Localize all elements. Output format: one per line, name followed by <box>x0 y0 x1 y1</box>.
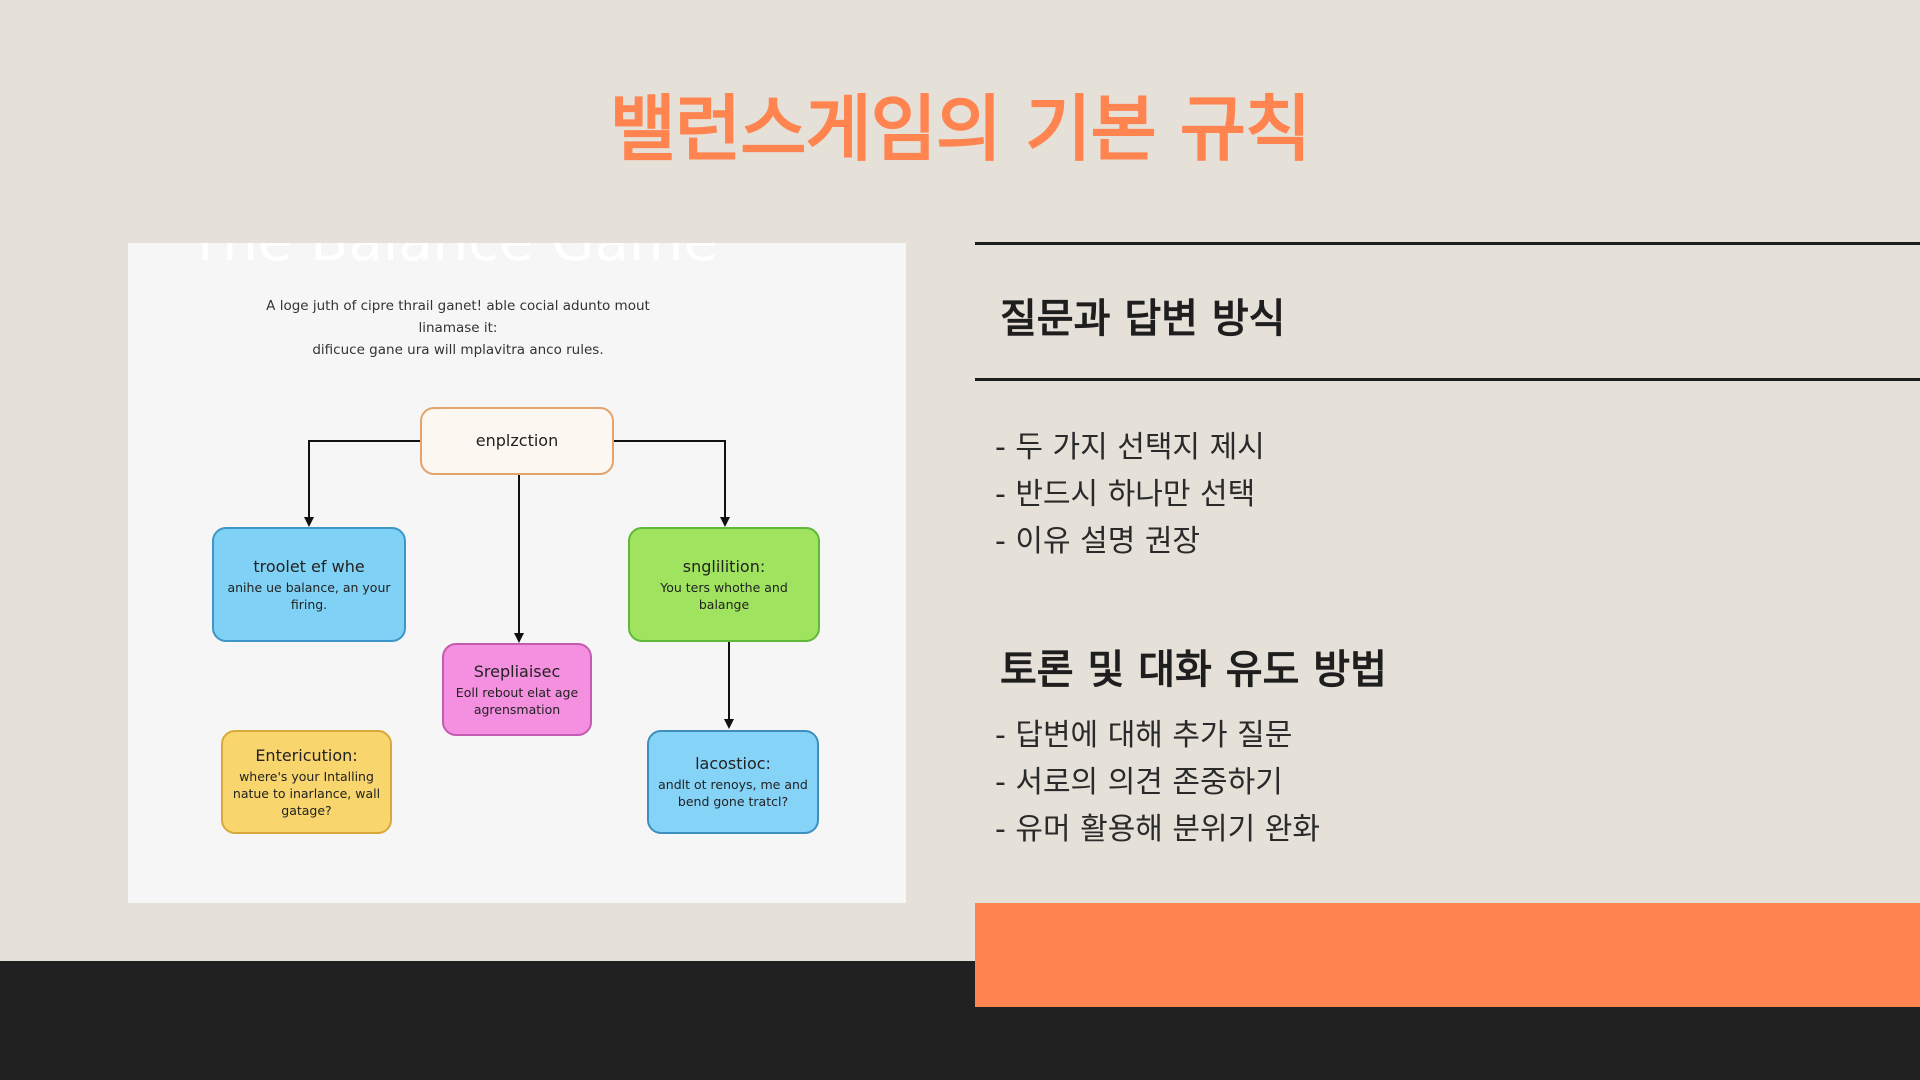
section1-bullet: - 반드시 하나만 선택 <box>995 477 1256 512</box>
node-title: snglilition: <box>682 556 766 576</box>
node-title: enplzction <box>475 431 559 450</box>
diagram-description-line: A loge juth of cipre thrail ganet! able … <box>266 298 650 336</box>
edge-root-to-blue-left <box>304 440 420 527</box>
section2-bullet: - 답변에 대해 추가 질문 <box>995 718 1293 753</box>
node-title: troolet ef whe <box>253 556 365 576</box>
top-divider <box>975 242 1920 245</box>
diagram-description-line: dificuce gane ura will mplavitra anco ru… <box>312 342 604 358</box>
section1-heading: 질문과 답변 방식 <box>1000 296 1286 342</box>
diagram-title: The Balance Game <box>128 243 778 274</box>
section1-bullet: - 두 가지 선택지 제시 <box>995 430 1265 465</box>
section2-bullet-list: - 답변에 대해 추가 질문 - 서로의 의견 존중하기 - 유머 활용해 분위… <box>995 712 1320 853</box>
edge-root-to-green-right <box>612 440 730 527</box>
node-body: where's your Intalling natue to inarlanc… <box>232 768 381 818</box>
section2-heading: 토론 및 대화 유도 방법 <box>1000 647 1387 693</box>
node-title: lacostioc: <box>695 754 771 773</box>
section2-bullet: - 유머 활용해 분위기 완화 <box>995 812 1320 847</box>
diagram-node-pink-mid: Srepliaisec Eoll rebout elat age agrensm… <box>442 643 592 736</box>
section1-bullet: - 이유 설명 권장 <box>995 524 1201 559</box>
diagram-node-root: enplzction <box>420 407 614 475</box>
node-title: Srepliaisec <box>473 661 561 681</box>
accent-block <box>975 903 1920 1007</box>
node-title: Entericution: <box>255 745 358 765</box>
section1-bullet-list: - 두 가지 선택지 제시 - 반드시 하나만 선택 - 이유 설명 권장 <box>995 424 1265 565</box>
node-body: anihe ue balance, an your firing. <box>227 579 391 612</box>
slide-title: 밸런스게임의 기본 규칙 <box>609 87 1312 171</box>
diagram-node-blue-left: troolet ef whe anihe ue balance, an your… <box>212 527 406 642</box>
diagram-node-green-right: snglilition: You ters whothe and balange <box>628 527 820 642</box>
node-body: Eoll rebout elat age agrensmation <box>455 684 579 717</box>
diagram-node-blue-right: lacostioc: andlt ot renoys, me and bend … <box>647 730 819 834</box>
balance-game-diagram: The Balance Game A loge juth of cipre th… <box>128 243 906 903</box>
diagram-node-yellow-left: Entericution: where's your Intalling nat… <box>221 730 392 834</box>
node-body: andlt ot renoys, me and bend gone tratcl… <box>658 777 808 809</box>
diagram-description: A loge juth of cipre thrail ganet! able … <box>258 295 658 361</box>
section1-divider <box>975 378 1920 381</box>
diagram-connectors <box>304 440 734 729</box>
node-body: You ters whothe and balange <box>660 579 788 612</box>
section2-bullet: - 서로의 의견 존중하기 <box>995 765 1283 800</box>
